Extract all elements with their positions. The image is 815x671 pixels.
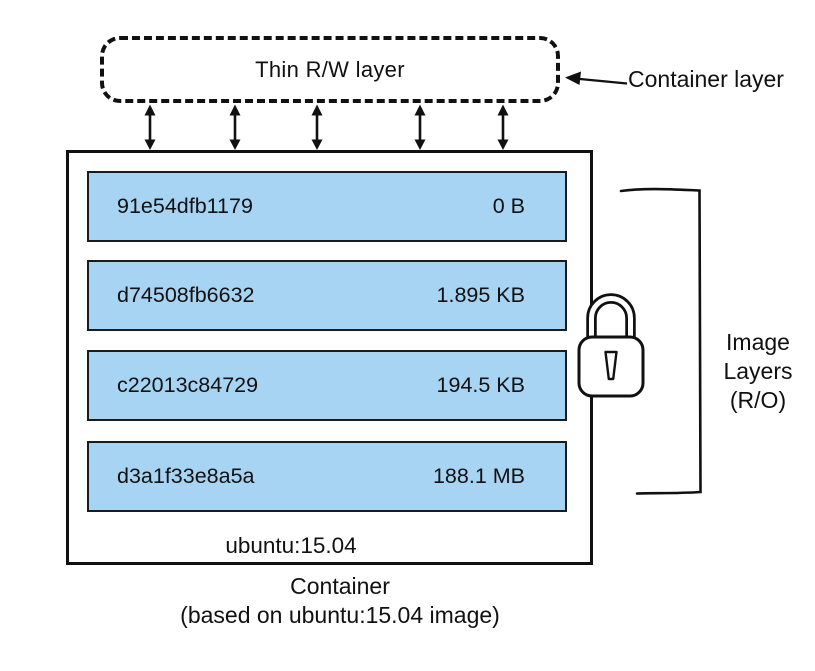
- layer-id: 91e54dfb1179: [117, 194, 253, 218]
- base-image-label: ubuntu:15.04: [225, 533, 357, 558]
- layer-id: c22013c84729: [117, 373, 259, 397]
- image-layers-annotation-line-3: (R/O): [729, 387, 787, 413]
- image-layer-row: 91e54dfb1179 0 B: [87, 171, 567, 242]
- image-layers-annotation-line-2: Layers: [723, 358, 793, 384]
- arrow-left-icon: [565, 71, 628, 85]
- container-layer-annotation: Container layer: [628, 66, 784, 92]
- bidirectional-arrow-icon: [144, 104, 156, 150]
- layer-size: 188.1 MB: [432, 464, 525, 488]
- image-layer-row: d3a1f33e8a5a 188.1 MB: [87, 441, 567, 512]
- image-layer-row: c22013c84729 194.5 KB: [87, 350, 567, 421]
- layer-id: d74508fb6632: [117, 283, 255, 307]
- bidirectional-arrow-icon: [311, 104, 323, 150]
- thin-rw-layer-label: Thin R/W layer: [255, 56, 405, 82]
- image-layers-annotation-line-1: Image: [726, 329, 790, 355]
- right-bracket-icon: [619, 187, 702, 495]
- bidirectional-arrow-icon: [497, 104, 509, 150]
- layer-size: 194.5 KB: [436, 373, 525, 397]
- caption-line-1: Container: [290, 573, 390, 599]
- sync-arrows: [144, 104, 509, 150]
- bidirectional-arrow-icon: [414, 104, 426, 150]
- layer-size: 0 B: [492, 194, 525, 218]
- caption-line-2: (based on ubuntu:15.04 image): [180, 602, 500, 628]
- layer-id: d3a1f33e8a5a: [117, 464, 255, 488]
- image-layer-row: d74508fb6632 1.895 KB: [87, 260, 567, 331]
- container-caption: Container (based on ubuntu:15.04 image): [66, 572, 614, 630]
- image-layers-annotation: Image Layers (R/O): [702, 328, 814, 415]
- layer-size: 1.895 KB: [436, 283, 525, 307]
- thin-rw-layer-box: Thin R/W layer: [100, 36, 560, 103]
- bidirectional-arrow-icon: [229, 104, 241, 150]
